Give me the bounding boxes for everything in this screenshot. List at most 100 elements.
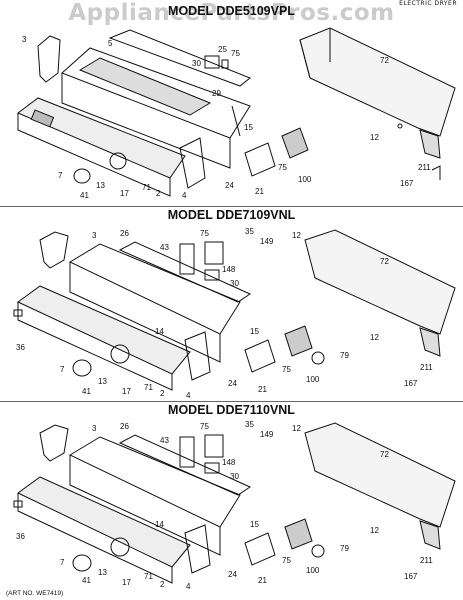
part-label: 15 [244,123,253,132]
part-label: 21 [258,385,267,394]
part-label: 43 [160,243,169,252]
part-label: 17 [122,387,131,396]
part-label: 14 [155,327,164,336]
part-label: 148 [222,458,236,467]
part-label: 13 [98,568,107,577]
part-labels-3: 3 26 43 75 35 149 12 72 148 30 15 14 36 … [16,420,433,591]
part-label: 7 [60,365,65,374]
part-label: 21 [258,576,267,585]
part-label: 35 [245,227,254,236]
part-label: 24 [228,570,237,579]
exploded-diagram-3: 3 26 43 75 35 149 12 72 148 30 15 14 36 … [0,417,463,600]
diagram-drawing-1: 3 5 30 25 75 72 29 15 12 100 211 167 7 4… [17,27,456,200]
diagram-drawing-2: 3 26 43 75 35 149 12 72 148 30 15 14 36 … [13,227,456,400]
front-panel-part [17,97,186,179]
end-cap-part [37,35,61,83]
part-label: 12 [370,333,379,342]
part-label: 30 [230,472,239,481]
part-label: 13 [98,377,107,386]
model-title-3: MODEL DDE7110VNL [168,403,295,417]
part-label: 75 [231,49,240,58]
part-label: 4 [186,582,191,591]
part-label: 17 [120,189,129,198]
part-label: 12 [292,231,301,240]
part-label: 211 [420,556,433,565]
part-labels-1: 3 5 30 25 75 72 29 15 12 100 211 167 7 4… [22,35,431,200]
part-label: 149 [260,237,274,246]
part-label: 26 [120,422,129,431]
part-label: 75 [282,365,291,374]
part-label: 41 [82,387,91,396]
part-label: 211 [418,163,431,172]
part-label: 14 [155,520,164,529]
part-label: 24 [228,379,237,388]
part-label: 100 [306,375,320,384]
part-label: 75 [200,229,209,238]
part-label: 7 [60,558,65,567]
part-label: 21 [255,187,264,196]
part-label: 13 [96,181,105,190]
part-label: 71 [144,383,153,392]
model-title-2: MODEL DDE7109VNL [167,208,296,222]
part-label: 72 [380,56,389,65]
part-label: 41 [80,191,89,200]
part-label: 12 [370,526,379,535]
part-label: 71 [142,183,151,192]
console-top-part [61,47,251,139]
part-label: 26 [120,229,129,238]
model-title-1: MODEL DDE5109VPL [168,4,295,18]
part-label: 2 [156,189,161,198]
part-label: 3 [92,231,97,240]
part-label: 167 [400,179,414,188]
part-label: 3 [22,35,27,44]
art-number: (ART NO. WE7419) [6,590,64,597]
part-label: 211 [420,363,433,372]
part-label: 148 [222,265,236,274]
part-label: 100 [298,175,312,184]
part-label: 30 [230,279,239,288]
part-label: 29 [212,89,221,98]
part-label: 36 [16,343,25,352]
part-label: 2 [160,580,165,589]
rail-part [108,29,251,87]
section-divider [0,206,463,207]
diagram-drawing-3: 3 26 43 75 35 149 12 72 148 30 15 14 36 … [13,420,456,591]
part-labels-2: 3 26 43 75 35 149 12 72 148 30 15 14 36 … [16,227,433,400]
header-corner-text: ELECTRIC DRYER [399,0,457,7]
part-label: 3 [92,424,97,433]
part-label: 35 [245,420,254,429]
exploded-diagram-2: 3 26 43 75 35 149 12 72 148 30 15 14 36 … [0,222,463,402]
part-label: 75 [278,163,287,172]
part-label: 36 [16,532,25,541]
part-label: 79 [340,544,349,553]
part-label: 5 [108,39,113,48]
part-label: 15 [250,327,259,336]
part-label: 2 [160,389,165,398]
part-label: 72 [380,257,389,266]
part-label: 17 [122,578,131,587]
part-label: 24 [225,181,234,190]
part-label: 15 [250,520,259,529]
part-label: 100 [306,566,320,575]
exploded-diagram-1: 3 5 30 25 75 72 29 15 12 100 211 167 7 4… [0,18,463,206]
section-divider [0,401,463,402]
part-label: 43 [160,436,169,445]
part-label: 167 [404,572,418,581]
part-label: 71 [144,572,153,581]
part-label: 12 [370,133,379,142]
part-label: 4 [182,191,187,200]
part-label: 25 [218,45,227,54]
console-box-part [299,27,456,137]
console-body-part [61,73,231,169]
part-label: 4 [186,391,191,400]
part-label: 167 [404,379,418,388]
part-label: 72 [380,450,389,459]
part-label: 149 [260,430,274,439]
part-label: 75 [200,422,209,431]
part-label: 12 [292,424,301,433]
part-label: 41 [82,576,91,585]
part-label: 30 [192,59,201,68]
part-label: 75 [282,556,291,565]
part-label: 7 [58,171,63,180]
part-label: 79 [340,351,349,360]
